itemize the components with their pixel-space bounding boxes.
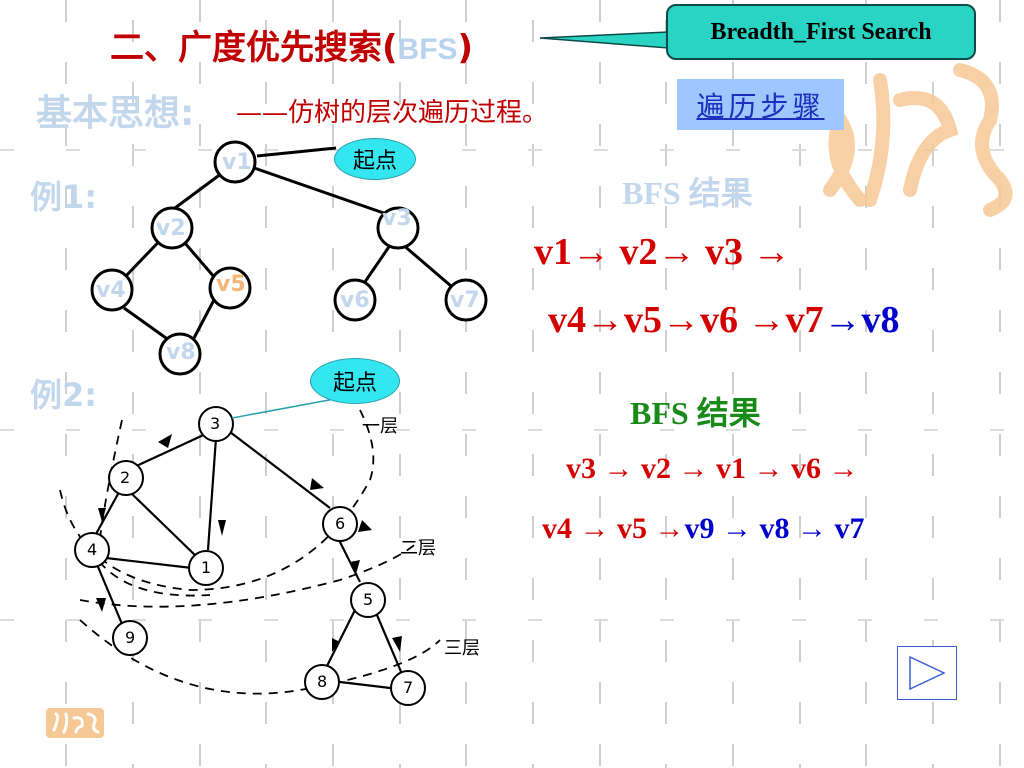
example1-result-line1: v1→ v2→ v3 → [534,231,791,273]
graph-node-2 [108,460,144,496]
tree-label-v3: v3 [382,206,412,231]
graph-node-8 [304,664,340,700]
graph-node-5 [350,582,386,618]
tree-node-v1 [213,140,257,184]
graph-label-2: 2 [120,468,131,487]
tree-node-v7 [444,278,488,322]
example1-result-title: BFS 结果 [622,175,753,211]
tree-node-v4 [90,268,134,312]
start-bubble-2: 起点 [310,358,400,404]
small-logo-icon [46,708,104,738]
play-triangle-icon [909,655,946,691]
example2-result-line1: v3 → v2 → v1 → v6 → [566,452,859,485]
graph-label-1: 1 [201,558,212,577]
tree-node-v8 [158,332,202,376]
tree-node-v2 [150,206,194,250]
next-slide-button[interactable] [897,646,957,700]
graph-label-4: 4 [87,540,98,559]
graph-node-1 [188,550,224,586]
tree-label-v8: v8 [166,340,196,365]
traversal-steps-label: 遍历步骤 [696,89,825,123]
tree-label-v7: v7 [450,288,480,313]
graph-label-5: 5 [363,590,374,609]
graph-node-6 [322,506,358,542]
tree-node-v3 [376,206,420,250]
tree-node-v6 [333,278,377,322]
tree-label-v6: v6 [340,288,370,313]
tree-label-v5: v5 [216,272,246,297]
idea-label: 基本思想: [36,93,195,134]
layer-label-1: 一层 [362,416,398,437]
title-text: 二、广度优先搜索( [110,28,398,68]
tree-label-v2: v2 [156,216,186,241]
graph-label-6: 6 [335,514,346,533]
example2-result-line2: v4 → v5 →v9 → v8 → v7 [542,512,865,546]
example2-result-title-text: BFS 结果 [630,395,761,431]
example1-result-line2-red: v4→v5→v6 →v7 [548,299,824,341]
title-close: ) [457,28,474,68]
tree-label-v1: v1 [222,150,252,175]
example1-tree [90,140,488,376]
example2-result-line2-red: v4 → v5 → [542,512,685,545]
layer-label-3: 三层 [444,638,480,659]
callout-text: Breadth_First Search [710,18,932,45]
idea-text: ——仿树的层次遍历过程。 [236,98,549,128]
graph-node-7 [390,670,426,706]
example2-graph [59,397,441,706]
example2-result-line2-blue: v9 → v8 → v7 [684,512,865,545]
graph-label-8: 8 [317,672,328,691]
example1-result-line2: v4→v5→v6 →v7→v8 [548,298,900,342]
example2-result-title: BFS 结果 [630,388,761,434]
layer-label-2: 二层 [400,538,436,559]
tree-label-v4: v4 [96,278,126,303]
title-bfs: BFS [397,33,458,66]
graph-node-9 [112,620,148,656]
graph-label-3: 3 [210,414,221,433]
start-bubble-1: 起点 [334,138,416,180]
graph-label-7: 7 [403,678,414,697]
example1-result-line2-blue: →v8 [823,299,900,341]
breadth-first-callout: Breadth_First Search [666,4,976,60]
start-bubble-1-text: 起点 [352,149,397,174]
start-bubble-2-text: 起点 [332,371,377,396]
page-title: 二、广度优先搜索(BFS) [110,20,473,69]
graph-label-9: 9 [125,628,136,647]
calligraphy-logo-icon [823,63,1013,217]
example2-label: 例2: [30,376,98,414]
graph-node-3 [198,406,234,442]
graph-node-4 [74,532,110,568]
callout-pointer [540,31,669,49]
traversal-steps-link[interactable]: 遍历步骤 [677,79,844,130]
example1-label: 例1: [30,178,98,216]
tree-node-v5 [208,266,252,310]
